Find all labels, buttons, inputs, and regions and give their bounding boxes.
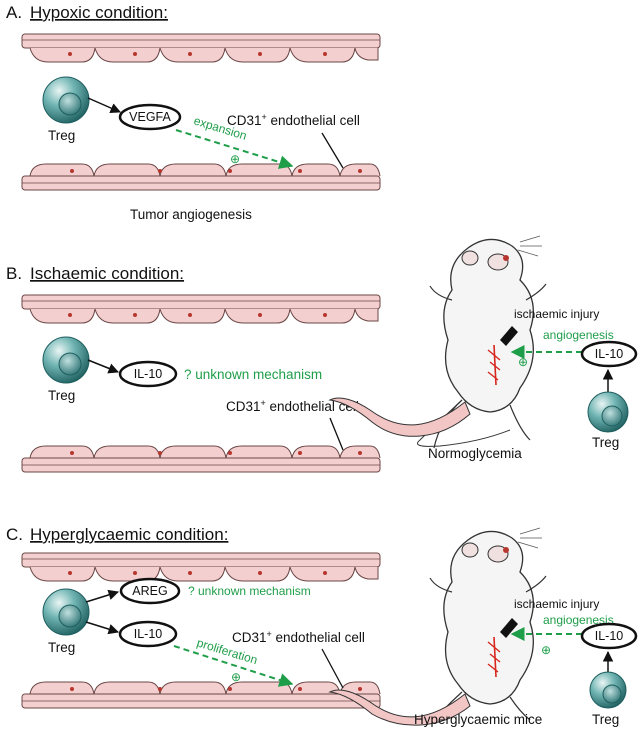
mouse-illustration-b	[328, 235, 547, 449]
arrow-treg-areg	[85, 589, 120, 603]
mouse-factor-b: IL-10	[595, 347, 624, 361]
factor-vegfa: VEGFA	[129, 110, 171, 124]
factor-oval-vegfa	[118, 103, 182, 131]
treg-label-a: Treg	[48, 128, 75, 143]
vessel-b-bottom	[21, 445, 381, 473]
treg-cell-c	[42, 588, 90, 636]
vessel-a-bottom	[21, 163, 381, 191]
mouse-treg-label-c: Treg	[592, 712, 619, 727]
factor-areg: AREG	[132, 584, 167, 598]
mouse-caption-b: Normoglycemia	[428, 446, 522, 461]
plus-c2: ⊕	[541, 643, 551, 657]
section-a-title: Hypoxic condition:	[30, 3, 168, 22]
section-c-title: Hyperglycaemic condition:	[30, 525, 228, 544]
mouse-factor-oval-c	[580, 622, 638, 650]
vessel-b-top	[21, 294, 381, 324]
mouse-treg-label-b: Treg	[592, 435, 619, 450]
treg-cell-a	[42, 76, 90, 124]
mouse-factor-c: IL-10	[595, 629, 624, 643]
section-c-letter: C.	[6, 525, 23, 544]
section-b-title: Ischaemic condition:	[30, 264, 184, 283]
mouse-caption-c: Hyperglycaemic mice	[414, 712, 542, 727]
factor-oval-areg	[119, 577, 181, 605]
section-b-letter: B.	[6, 264, 22, 283]
pointer-cell-b	[329, 417, 344, 451]
mouse-treg-cell-c	[589, 671, 627, 709]
injury-b: ischaemic injury	[514, 307, 599, 321]
section-a: A. Hypoxic condition:	[6, 3, 381, 222]
arrow-proliferation	[173, 645, 294, 687]
pointer-cell-c	[321, 648, 344, 689]
vessel-c-bottom	[21, 681, 381, 709]
plus-a: ⊕	[230, 152, 240, 166]
arrow-treg-il10-c	[85, 621, 120, 635]
mechanism-b: ? unknown mechanism	[184, 367, 322, 382]
cell-label-a: CD31+ endothelial cell	[227, 112, 360, 128]
caption-a: Tumor angiogenesis	[130, 207, 252, 222]
cell-label-c: CD31+ endothelial cell	[232, 629, 365, 645]
section-c: C. Hyperglycaemic condition:	[6, 525, 638, 727]
mechanism-c: ? unknown mechanism	[188, 584, 311, 598]
plus-b: ⊕	[518, 355, 528, 369]
factor-il10-c: IL-10	[134, 627, 163, 641]
factor-il10-b: IL-10	[134, 367, 163, 381]
angio-b: angiogenesis	[543, 328, 614, 342]
section-b: B. Ischaemic condition:	[6, 235, 638, 473]
factor-oval-il10-c	[118, 620, 178, 648]
section-a-letter: A.	[6, 3, 22, 22]
factor-oval-il10-b	[118, 360, 178, 388]
treg-label-c: Treg	[48, 640, 75, 655]
treg-cell-b	[42, 336, 90, 384]
treg-label-b: Treg	[48, 388, 75, 403]
plus-c: ⊕	[231, 670, 241, 684]
arrow-treg-il10-b	[87, 359, 119, 374]
arrow-treg-vegfa	[87, 97, 121, 114]
vessel-a-top	[21, 33, 381, 63]
injury-c: ischaemic injury	[514, 597, 599, 611]
arrow-expansion	[175, 129, 294, 169]
cell-label-b: CD31+ endothelial cell	[226, 398, 359, 414]
angio-c: angiogenesis	[543, 613, 614, 627]
mouse-treg-cell-b	[587, 391, 629, 433]
vessel-c-top	[21, 552, 381, 582]
mouse-illustration-c	[328, 527, 547, 726]
pointer-cell-a	[321, 132, 344, 169]
mouse-factor-oval-b	[580, 340, 638, 368]
